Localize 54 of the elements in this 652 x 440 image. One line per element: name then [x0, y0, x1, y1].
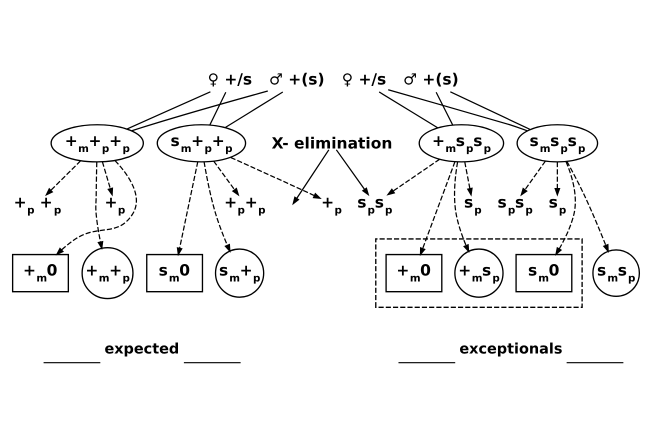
node-text: X- elimination [272, 134, 392, 152]
arrow [454, 161, 470, 253]
node-circle: s$_{m}$+$_{p}$ [214, 248, 264, 298]
connector [388, 88, 528, 131]
connector [436, 91, 454, 125]
node-text: s$_{p}$ [548, 192, 566, 216]
node-text: +$_{p}$ [321, 192, 342, 216]
node-text: ♀ +/s [342, 70, 386, 88]
node-box: s$_{m}$0 [146, 253, 204, 292]
node-ellipse: s$_{m}$s$_{p}$s$_{p}$ [516, 124, 598, 162]
arrow [566, 160, 609, 252]
node-ellipse: +$_{m}$+$_{p}$+$_{p}$ [50, 124, 144, 162]
arrow [292, 148, 330, 205]
node-text: ♂ +(s) [403, 70, 459, 88]
label: exceptionals [459, 341, 562, 358]
node-circle: +$_{m}$s$_{p}$ [454, 248, 504, 298]
arrow [554, 162, 560, 196]
arrow [176, 161, 198, 256]
arrow [336, 148, 370, 196]
arrow [520, 160, 546, 196]
node-text: s$_{p}$ [464, 192, 482, 216]
arrow [95, 162, 104, 250]
node-ellipse: +$_{m}$s$_{p}$s$_{p}$ [418, 124, 504, 162]
node-text: ♂ +(s) [269, 70, 325, 88]
node-box: s$_{m}$0 [515, 253, 572, 292]
node-text: ♀ +/s [208, 70, 252, 88]
arrow [555, 160, 576, 256]
node-circle: +$_{m}$+$_{p}$ [81, 246, 134, 299]
connector [225, 90, 284, 128]
node-box: +$_{m}$0 [12, 253, 70, 292]
node-box: +$_{m}$0 [385, 253, 442, 292]
node-ellipse: s$_{m}$+$_{p}$+$_{p}$ [156, 124, 246, 162]
node-text: +$_{p}$ [104, 192, 126, 216]
node-text: +$_{p}$ +$_{p}$ [14, 192, 62, 216]
arrow [386, 158, 440, 196]
node-text: +$_{p}$+$_{p}$ [224, 192, 266, 216]
connector [209, 91, 226, 125]
connector [450, 90, 530, 130]
arrow [102, 161, 114, 196]
arrow [56, 160, 138, 256]
connector [126, 90, 211, 129]
arrow [203, 161, 231, 252]
arrow [464, 162, 473, 196]
node-text: s$_{p}$s$_{p}$ [357, 192, 392, 216]
cluster [375, 238, 583, 308]
node-circle: s$_{m}$s$_{p}$ [592, 248, 640, 296]
connector [132, 90, 268, 131]
arrow [420, 161, 456, 256]
node-text: s$_{p}$s$_{p}$ [498, 192, 533, 216]
connector [378, 90, 438, 128]
arrow [45, 160, 81, 196]
label: expected [104, 341, 180, 358]
arrow [213, 160, 240, 196]
arrow [230, 156, 322, 199]
